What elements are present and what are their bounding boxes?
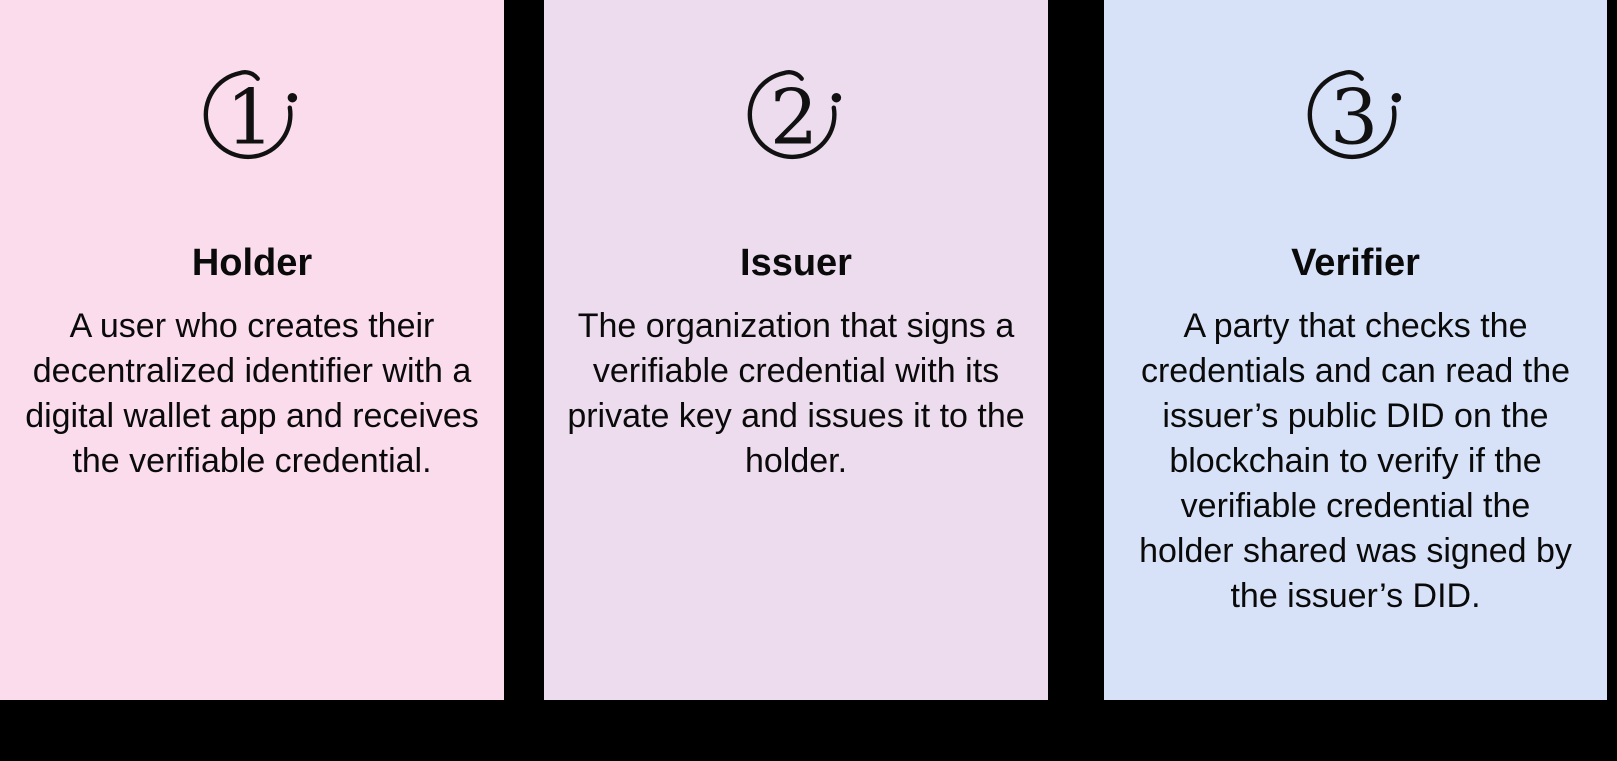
icon-arc <box>747 70 837 160</box>
icon-dot <box>287 92 298 103</box>
card-description: A party that checks the credentials and … <box>1139 307 1572 615</box>
card-title: Verifier <box>1291 242 1420 284</box>
icon-number: 1 <box>226 72 274 161</box>
circled-2-icon: 2 <box>739 54 853 168</box>
circled-3-icon-svg: 3 <box>1307 70 1401 161</box>
card-description: A user who creates their decentralized i… <box>25 307 479 480</box>
circled-3-icon: 3 <box>1299 54 1413 168</box>
card-title: Issuer <box>740 242 852 284</box>
circled-1-icon: 1 <box>195 54 309 168</box>
card-issuer: 2 Issuer The organization that signs a v… <box>544 0 1048 700</box>
icon-number: 2 <box>770 72 818 161</box>
card-verifier: 3 Verifier A party that checks the crede… <box>1104 0 1607 700</box>
icon-dot <box>1391 92 1401 103</box>
card-holder: 1 Holder A user who creates their decent… <box>0 0 504 700</box>
card-description: The organization that signs a verifiable… <box>567 307 1025 480</box>
icon-arc <box>1307 70 1397 160</box>
icon-number: 3 <box>1329 72 1377 161</box>
card-title: Holder <box>191 242 313 284</box>
icon-arc <box>203 70 293 160</box>
circled-2-icon-svg: 2 <box>747 70 842 161</box>
icon-dot <box>831 92 842 103</box>
circled-1-icon-svg: 1 <box>203 70 298 161</box>
